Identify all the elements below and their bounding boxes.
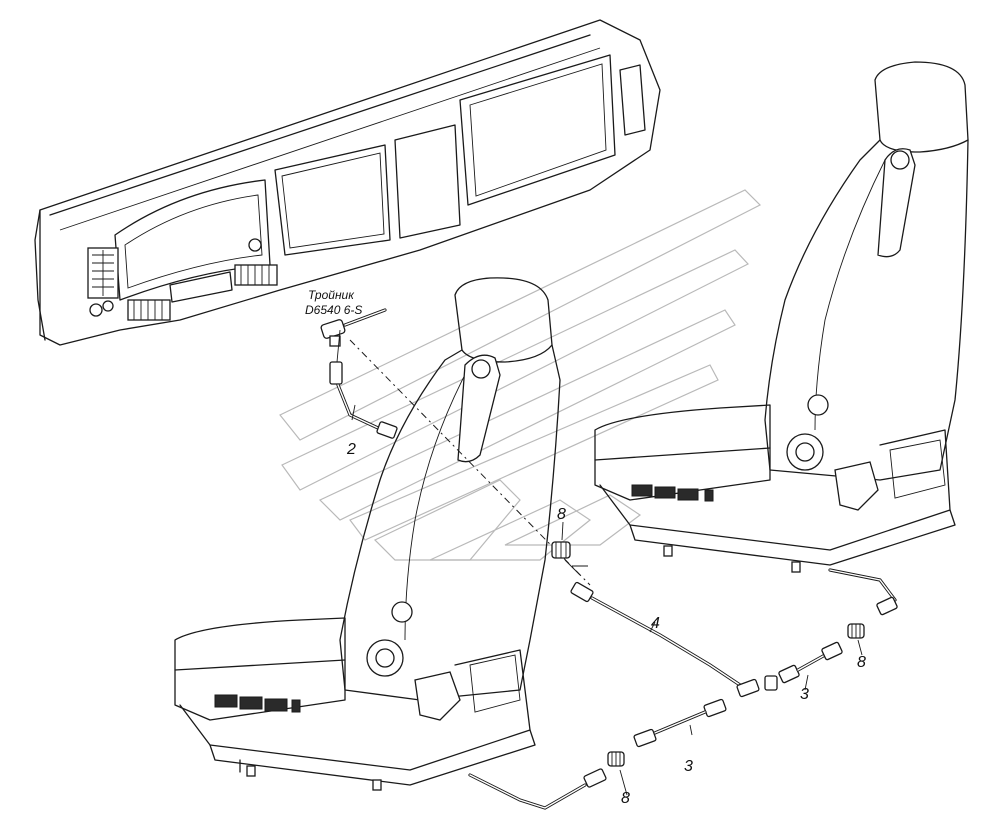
tee-fitting (320, 308, 387, 347)
pipe-right-seat (828, 568, 898, 616)
callout-4: 4 (651, 615, 660, 632)
leader-lines (336, 329, 863, 796)
callout-8-upper: 8 (557, 506, 566, 523)
right-seat (594, 61, 969, 573)
kamaz-logo-watermark-icon (279, 189, 762, 561)
callout-2: 2 (346, 441, 356, 458)
pipe-2 (329, 361, 398, 439)
centre-line (349, 339, 591, 586)
fitting-8-right (847, 623, 865, 639)
pipe-3-lower (633, 698, 727, 748)
left-seat (174, 277, 561, 791)
pipe-4 (570, 581, 778, 698)
fitting-8-upper (551, 541, 588, 576)
fitting-8-lower (607, 751, 625, 767)
tee-code-label: D6540 6-S (305, 303, 362, 317)
callout-8-right: 8 (857, 654, 866, 671)
pipe-left-seat (468, 768, 607, 810)
callout-3-right: 3 (800, 686, 809, 703)
callout-3-lower: 3 (684, 758, 693, 775)
pipe-3-right (778, 641, 843, 684)
callout-8-lower: 8 (621, 790, 630, 807)
dashboard-panel (34, 19, 661, 346)
tee-name-label: Тройник (308, 288, 355, 302)
